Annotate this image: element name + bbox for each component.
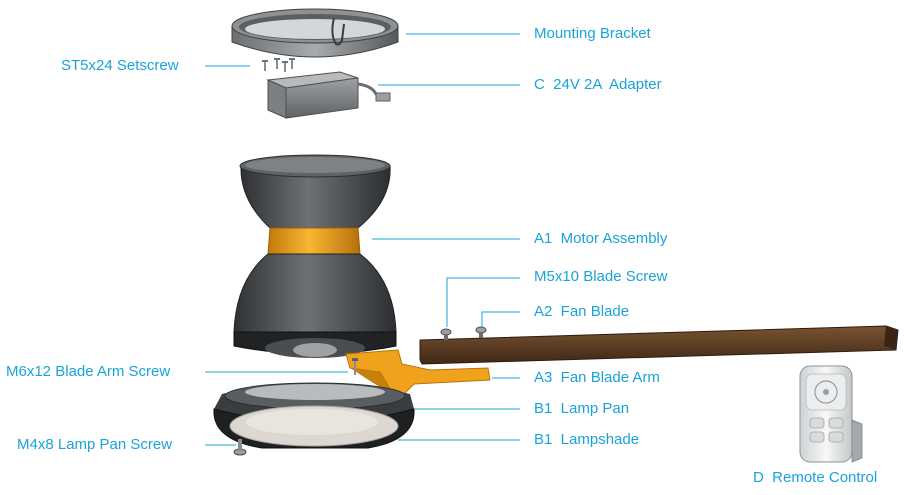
label-lamp-pan: B1 Lamp Pan — [534, 400, 630, 417]
label-lamp-pan-screw: M4x8 Lamp Pan Screw — [17, 436, 173, 453]
label-lampshade: B1 Lampshade — [534, 431, 640, 448]
mounting-bracket-part — [231, 8, 399, 58]
label-blade-arm-screw: M6x12 Blade Arm Screw — [6, 363, 171, 380]
label-fan-blade: A2 Fan Blade — [534, 303, 630, 320]
leader-fan-blade — [481, 311, 520, 327]
motor-assembly-part — [233, 154, 397, 358]
leader-lines — [205, 33, 520, 446]
setscrews-part — [262, 58, 295, 72]
label-blade-screw: M5x10 Blade Screw — [534, 268, 668, 285]
leader-blade-screw — [446, 277, 520, 327]
label-adapter: C 24V 2A Adapter — [534, 76, 662, 93]
label-blade-arm: A3 Fan Blade Arm — [534, 369, 660, 386]
remote-control-part — [799, 365, 863, 463]
label-mounting-bracket: Mounting Bracket — [534, 25, 651, 42]
adapter-part — [266, 71, 391, 119]
label-remote-control: D Remote Control — [753, 469, 878, 486]
fan-blade-part — [419, 325, 899, 365]
blade-arm-screws-part — [352, 358, 358, 375]
lamp-pan-screw-part — [233, 439, 247, 456]
label-motor-assembly: A1 Motor Assembly — [534, 230, 668, 247]
blade-screws-part — [440, 326, 487, 340]
fan-blade-arm-part — [345, 349, 491, 395]
label-setscrew: ST5x24 Setscrew — [61, 57, 179, 74]
lampshade-part — [229, 405, 399, 447]
